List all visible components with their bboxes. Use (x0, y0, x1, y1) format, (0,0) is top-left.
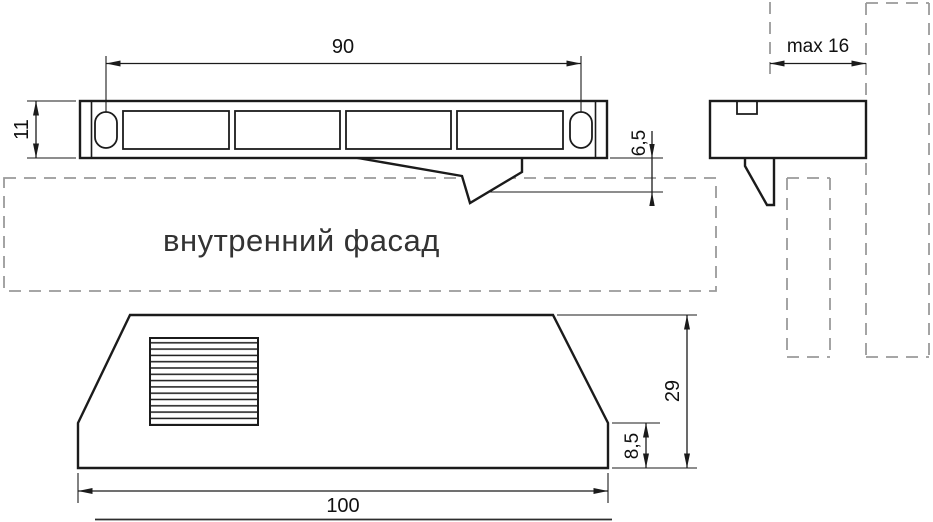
side-panel-outline (865, 2, 930, 358)
bottom-view (76, 313, 610, 470)
dim-hole-spacing: 90 (105, 36, 582, 112)
latch-hook-front (351, 155, 524, 205)
facade-front-outline (3, 177, 717, 292)
latch-body-side (708, 99, 868, 160)
dim-90-label: 90 (332, 36, 354, 58)
dim-panel-max: max 16 (770, 36, 866, 67)
dim-100-label: 100 (326, 495, 359, 517)
dim-8-5-label: 8,5 (622, 433, 643, 459)
vent-slot-4 (456, 110, 564, 150)
spring-notch (736, 101, 758, 115)
arrowhead-up (649, 192, 655, 206)
dim-hook-offset: 6,5 (490, 130, 663, 206)
side-view (708, 99, 868, 207)
arrowhead-down (649, 144, 655, 158)
vent-slot-3 (345, 110, 452, 150)
facade-side-outline (786, 177, 831, 358)
vent-slot-2 (234, 110, 341, 150)
dim-11-label: 11 (11, 119, 33, 140)
dim-base-width: 100 (77, 473, 609, 517)
latch-hook-side (743, 155, 776, 207)
dim-max-16-label: max 16 (787, 36, 849, 57)
dashed-panels (3, 2, 930, 358)
front-view (78, 99, 609, 205)
vent-grille (149, 337, 259, 426)
dim-6-5-label: 6,5 (629, 130, 650, 156)
dim-base-height: 8,5 (612, 422, 660, 468)
facade-label: внутренний фасад (163, 223, 440, 258)
dim-body-height: 29 (557, 314, 697, 469)
vent-slot-1 (122, 110, 230, 150)
dim-strip-height: 11 (11, 100, 76, 159)
dim-29-label: 29 (662, 380, 684, 402)
